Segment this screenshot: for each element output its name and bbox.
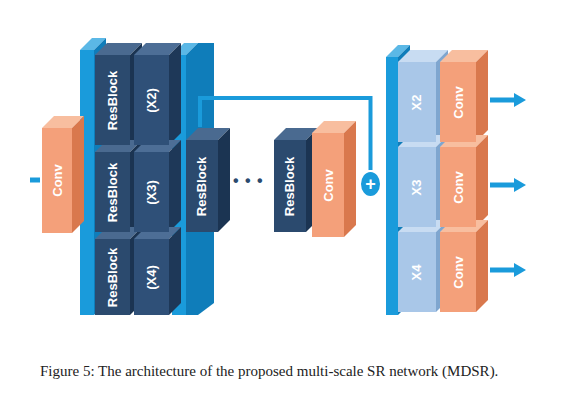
block-side-face <box>72 116 84 233</box>
scale-block: (X2) <box>134 55 169 145</box>
block-label: ResBlock <box>105 247 120 306</box>
resblock: ResBlock <box>186 140 218 232</box>
block-side-face <box>476 135 488 227</box>
scale-block: (X4) <box>134 239 169 315</box>
upsample-block: X4 <box>398 232 436 312</box>
block-label: Conv <box>321 169 336 202</box>
block-label: (X3) <box>144 180 159 205</box>
block-label: (X2) <box>144 88 159 113</box>
conv-block: Conv <box>440 62 476 142</box>
block-side-face <box>169 227 181 315</box>
upsample-block: X3 <box>398 147 436 227</box>
block-label: Conv <box>50 164 65 197</box>
block-label: Conv <box>451 256 466 289</box>
block-label: ResBlock <box>105 70 120 129</box>
block-label: ResBlock <box>195 156 210 215</box>
resblock: ResBlock <box>95 239 130 315</box>
conv-block: Conv <box>440 147 476 227</box>
block-side-face <box>344 121 356 237</box>
block-label: X2 <box>410 94 425 110</box>
block-label: X3 <box>410 179 425 195</box>
block-label: ResBlock <box>105 162 120 221</box>
output-arrow <box>490 268 518 273</box>
resblock: ResBlock <box>274 140 306 232</box>
block-label: ResBlock <box>283 156 298 215</box>
conv-block: Conv <box>42 128 72 233</box>
block-label: + <box>365 175 376 193</box>
block-label: (X4) <box>144 265 159 290</box>
input-arrow <box>30 178 40 183</box>
upsample-block: X2 <box>398 62 436 142</box>
ellipsis: • • • <box>233 172 264 190</box>
block-side-face <box>218 128 230 232</box>
block-label: Conv <box>451 171 466 204</box>
block-label: X4 <box>410 264 425 280</box>
resblock: ResBlock <box>95 55 130 145</box>
block-side-face <box>476 220 488 312</box>
scale-block: (X3) <box>134 152 169 232</box>
conv-block: Conv <box>440 232 476 312</box>
block-label: Conv <box>451 86 466 119</box>
conv-block: Conv <box>312 133 344 237</box>
sum-node: + <box>359 170 382 198</box>
resblock: ResBlock <box>95 152 130 232</box>
block-side-face <box>169 140 181 232</box>
output-arrow <box>490 98 518 103</box>
output-arrow <box>490 183 518 188</box>
block-side-face <box>169 43 181 145</box>
block-side-face <box>476 50 488 142</box>
figure-caption: Figure 5: The architecture of the propos… <box>40 362 530 382</box>
